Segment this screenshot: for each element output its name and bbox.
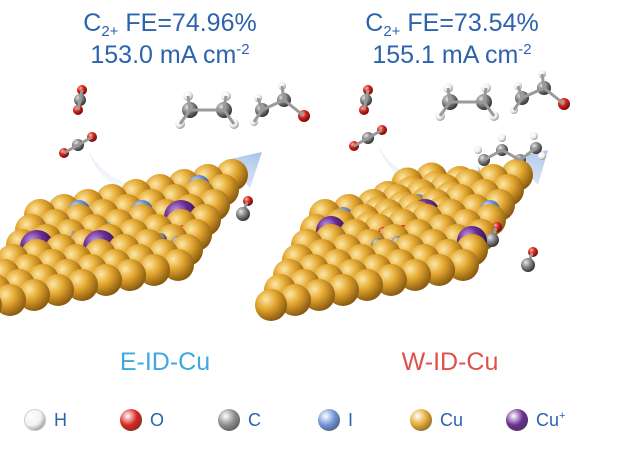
bond xyxy=(540,73,546,89)
legend-item: Cu xyxy=(410,400,463,440)
element-legend: H O C I Cu Cu+ xyxy=(0,400,622,440)
bond xyxy=(438,101,452,117)
legend-label: C xyxy=(248,409,261,430)
cu-atom xyxy=(66,269,98,301)
bond xyxy=(76,89,84,111)
carbon-atom xyxy=(521,258,535,272)
cu-atom xyxy=(0,297,2,313)
cu-atom xyxy=(90,264,122,296)
bond xyxy=(353,128,383,148)
bond xyxy=(63,135,93,155)
bond xyxy=(186,95,192,111)
legend-label: H xyxy=(54,409,67,430)
legend-swatch xyxy=(410,409,432,431)
bond xyxy=(501,148,521,162)
legend-swatch xyxy=(218,409,240,431)
bond xyxy=(446,87,452,103)
cu-atom xyxy=(399,259,431,291)
bond xyxy=(362,89,370,111)
cu-atom xyxy=(375,264,407,296)
left-current-metric: 153.0 mA cm-2 xyxy=(90,41,250,69)
bond xyxy=(521,86,545,100)
bond xyxy=(482,101,496,117)
hydrogen-atom xyxy=(498,134,506,142)
bond xyxy=(512,97,524,111)
legend-item: C xyxy=(218,400,261,440)
cu-atom xyxy=(162,249,194,281)
oxygen-atom xyxy=(243,196,253,206)
legend-label: I xyxy=(348,409,354,430)
legend-label: Cu+ xyxy=(536,409,566,430)
hydrogen-atom xyxy=(530,132,538,140)
cu-atom xyxy=(0,284,26,316)
bond xyxy=(482,87,488,103)
bond xyxy=(256,97,264,111)
bond xyxy=(283,98,305,118)
bond xyxy=(543,86,565,106)
carbon-atom xyxy=(485,233,499,247)
legend-swatch xyxy=(506,409,528,431)
cu-atom xyxy=(138,254,170,286)
legend-item: I xyxy=(318,400,353,440)
bond xyxy=(252,109,264,123)
cu-atom xyxy=(327,274,359,306)
bond xyxy=(222,95,228,111)
left-sample-label: E-ID-Cu xyxy=(119,348,211,376)
legend-item: O xyxy=(120,400,164,440)
right-fe-metric: C2+ FE=73.54% xyxy=(365,9,539,40)
cu-atom xyxy=(114,259,146,291)
legend-item: Cu+ xyxy=(506,400,565,440)
bond xyxy=(516,85,524,99)
bond xyxy=(519,146,537,162)
cu-atom xyxy=(18,279,50,311)
cu-atom xyxy=(303,279,335,311)
carbon-atom xyxy=(236,207,250,221)
right-current-metric: 155.1 mA cm-2 xyxy=(372,41,532,69)
cu-atom xyxy=(351,269,383,301)
left-fe-metric: C2+ FE=74.96% xyxy=(83,9,257,40)
cu-atom xyxy=(423,254,455,286)
cu-atom xyxy=(447,249,479,281)
right-sample-label: W-ID-Cu xyxy=(401,348,499,376)
legend-label: Cu xyxy=(440,409,464,430)
bond xyxy=(483,148,503,162)
bond xyxy=(280,85,286,101)
bond xyxy=(178,109,192,125)
legend-swatch xyxy=(318,409,340,431)
legend-label: O xyxy=(150,409,165,430)
oxygen-atom xyxy=(528,247,538,257)
cu-atom xyxy=(255,289,287,321)
legend-swatch xyxy=(120,409,142,431)
legend-item: H xyxy=(24,400,67,440)
cu-atom xyxy=(279,284,311,316)
bond xyxy=(261,98,285,112)
bond xyxy=(222,109,236,125)
cu-atom xyxy=(42,274,74,306)
hydrogen-atom xyxy=(474,146,482,154)
legend-swatch xyxy=(24,409,46,431)
hydrogen-atom xyxy=(538,152,546,160)
